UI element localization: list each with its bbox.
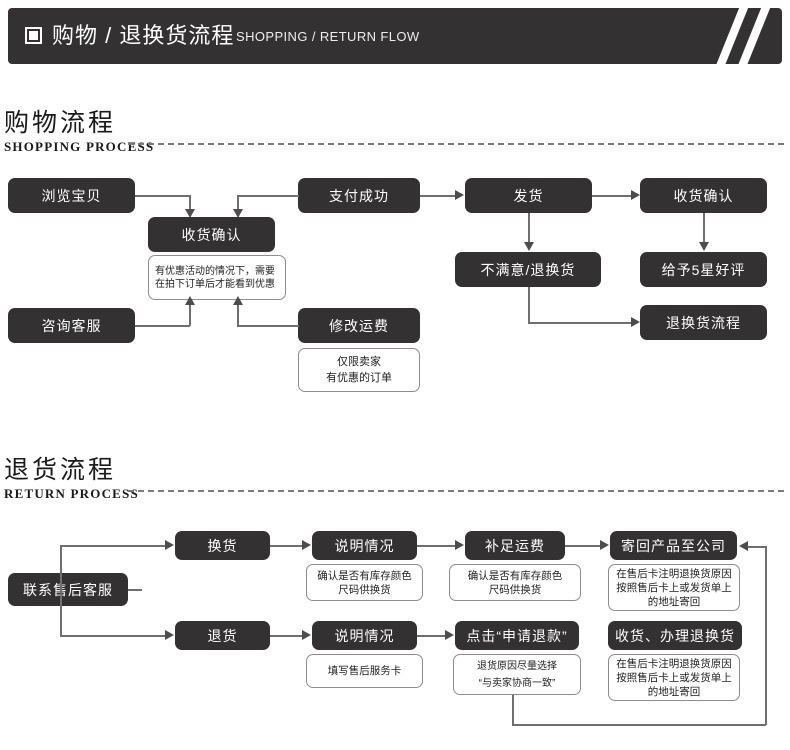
node-browse[interactable]: 浏览宝贝 (8, 178, 135, 213)
arrow-right-icon (631, 317, 640, 327)
node-exchange[interactable]: 换货 (175, 531, 270, 560)
header-banner: 购物 / 退换货流程 SHOPPING / RETURN FLOW (8, 8, 782, 64)
arrow-right-icon (600, 540, 609, 550)
arrow-down-icon (524, 242, 534, 251)
connector-browse-to-confirm (135, 195, 190, 197)
connector-unsatisfied-down (528, 287, 530, 323)
connector-aftersales-to-refund (60, 635, 166, 637)
connector-unsatisfied-to-returnflow (528, 322, 632, 324)
header-title-cn: 购物 / 退换货流程 (52, 23, 235, 48)
note-service-card: 填写售后服务卡 (306, 654, 423, 688)
connector-confirm-to-fivestar (703, 213, 705, 243)
node-contact-service[interactable]: 咨询客服 (8, 308, 135, 343)
node-after-sales-service[interactable]: 联系售后客服 (8, 573, 128, 606)
arrow-right-icon (302, 540, 311, 550)
connector-aftersales-out (128, 589, 142, 591)
arrow-right-icon (445, 630, 454, 640)
node-receive-and-handle[interactable]: 收货、办理退换货 (608, 621, 742, 650)
section-title-en: SHOPPING PROCESS (4, 139, 155, 154)
node-ship[interactable]: 发货 (465, 178, 592, 213)
connector-explain-to-freight (417, 545, 456, 547)
node-confirm-receipt-mid[interactable]: 收货确认 (148, 217, 275, 252)
node-five-star[interactable]: 给予5星好评 (640, 252, 767, 287)
arrow-right-icon (455, 540, 464, 550)
section-title-en: RETURN PROCESS (4, 486, 139, 501)
node-explain-1[interactable]: 说明情况 (312, 531, 417, 560)
note-refund-reason: 退货原因尽量选择 “与卖家协商一致” (453, 654, 581, 695)
connector-ship-to-unsatisfied (528, 213, 530, 243)
connector-pay-to-ship (420, 195, 456, 197)
arrow-right-icon (302, 630, 311, 640)
node-refund[interactable]: 退货 (175, 621, 270, 650)
connector-aftersales-vertical (60, 545, 62, 635)
note-stock-check-2: 确认是否有库存颜色 尺码供换货 (449, 564, 581, 601)
node-unsatisfied[interactable]: 不满意/退换货 (455, 252, 601, 287)
connector-explain-to-applyrefund (417, 635, 446, 637)
note-ship-back-1: 在售后卡注明退换货原因 按照售后卡上或发货单上 的地址寄回 (608, 564, 740, 611)
connector-exchange-to-explain (270, 545, 303, 547)
connector-service-up (189, 302, 191, 326)
connector-freight-up (237, 302, 239, 326)
arrow-left-icon (739, 541, 748, 551)
note-seller-only: 仅限卖家 有优惠的订单 (298, 348, 420, 392)
node-apply-refund[interactable]: 点击“申请退款” (455, 621, 579, 650)
connector-ship-to-confirm (592, 195, 632, 197)
section-heading-return: 退货流程 RETURN PROCESS (4, 455, 139, 501)
connector-bottom-loop (512, 724, 766, 726)
section-divider (128, 143, 784, 145)
connector-browse-down (189, 195, 191, 211)
connector-loop-into-sendback (748, 546, 766, 548)
arrow-down-icon (233, 209, 243, 218)
note-ship-back-2: 在售后卡注明退换货原因 按照售后卡上或发货单上 的地址寄回 (608, 654, 740, 701)
square-outline-icon (25, 27, 42, 44)
section-heading-shopping: 购物流程 SHOPPING PROCESS (4, 108, 154, 154)
connector-applyrefund-down (512, 695, 514, 725)
section-title-cn: 购物流程 (4, 109, 117, 137)
node-extra-freight[interactable]: 补足运费 (465, 531, 565, 560)
arrow-right-icon (631, 190, 640, 200)
connector-loop-right-vertical (765, 546, 767, 725)
header-banner-inner: 购物 / 退换货流程 SHOPPING / RETURN FLOW (8, 8, 782, 64)
connector-aftersales-to-exchange (60, 545, 166, 547)
connector-pay-down (237, 195, 239, 211)
header-title-en: SHOPPING / RETURN FLOW (236, 29, 420, 44)
connector-refund-to-explain (270, 635, 303, 637)
arrow-down-icon (185, 209, 195, 218)
connector-service-to-note (135, 325, 190, 327)
node-pay-success[interactable]: 支付成功 (298, 178, 420, 213)
section-divider (128, 490, 784, 492)
arrow-up-icon (185, 296, 195, 305)
arrow-down-icon (699, 242, 709, 251)
arrow-up-icon (233, 296, 243, 305)
node-modify-freight[interactable]: 修改运费 (298, 308, 420, 343)
node-confirm-receipt-right[interactable]: 收货确认 (640, 178, 767, 213)
connector-pay-to-confirm (237, 195, 299, 197)
arrow-right-icon (165, 540, 174, 550)
connector-freight-to-sendback (565, 545, 601, 547)
note-stock-check-1: 确认是否有库存颜色 尺码供换货 (306, 564, 423, 601)
node-explain-2[interactable]: 说明情况 (312, 621, 417, 650)
node-send-back-to-company[interactable]: 寄回产品至公司 (610, 531, 737, 560)
arrow-right-icon (165, 630, 174, 640)
node-return-flow[interactable]: 退换货流程 (640, 305, 767, 340)
section-title-cn: 退货流程 (4, 456, 117, 484)
connector-freight-to-note (237, 325, 299, 327)
note-discount: 有优惠活动的情况下，需要在拍下订单后才能看到优惠 (148, 255, 286, 300)
arrow-right-icon (455, 190, 464, 200)
